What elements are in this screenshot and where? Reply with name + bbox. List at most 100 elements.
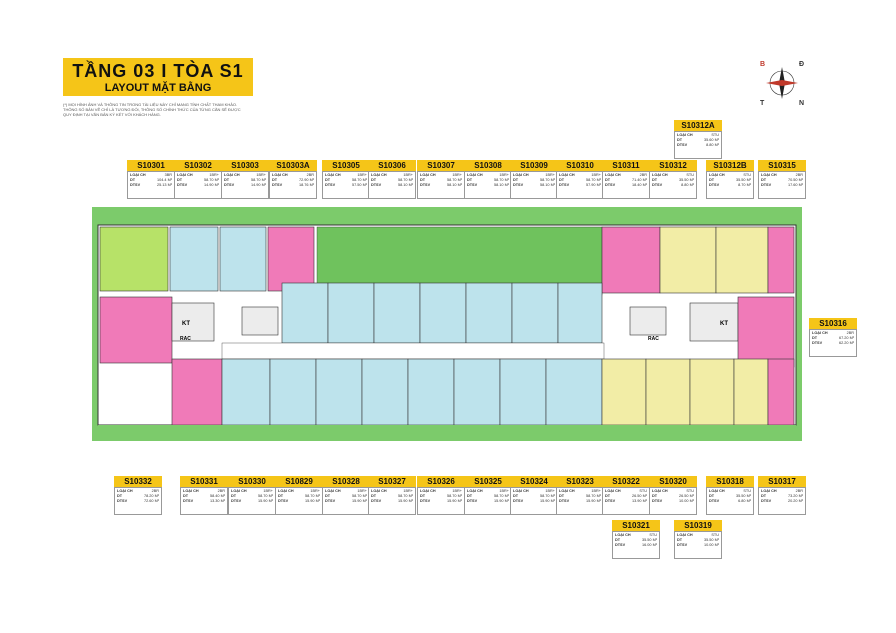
unit-info-value: 58.70 M² bbox=[447, 494, 462, 498]
unit-info-value: 20.20 M² bbox=[788, 499, 803, 503]
unit-info-key: DTSV bbox=[467, 499, 478, 503]
unit-info-key: DTSV bbox=[177, 183, 188, 187]
unit-info-key: DT bbox=[513, 494, 519, 498]
unit-info-value: 58.70 M² bbox=[305, 494, 320, 498]
unit-info-key: LOẠI CH bbox=[325, 173, 341, 177]
unit-info-key: LOẠI CH bbox=[709, 173, 725, 177]
unit-info-value: 2BR bbox=[846, 331, 854, 335]
middle-top-units bbox=[281, 282, 603, 344]
unit-s10311[interactable] bbox=[601, 226, 661, 294]
unit-code: S10303 bbox=[221, 160, 269, 171]
main-corridor bbox=[221, 342, 605, 360]
unit-s10315[interactable] bbox=[767, 226, 795, 294]
unit-info-key: LOẠI CH bbox=[272, 173, 288, 177]
unit-info-value: 35.50 M² bbox=[736, 178, 751, 182]
unit-code: S10305 bbox=[322, 160, 370, 171]
unit-info-row: DT 58.70 M² bbox=[559, 178, 601, 183]
unit-info-key: LOẠI CH bbox=[420, 173, 436, 177]
unit-info-value: 1BR+ bbox=[263, 489, 273, 493]
unit-info-value: 15.90 M² bbox=[305, 499, 320, 503]
left-stair bbox=[241, 306, 279, 336]
unit-code: S10308 bbox=[464, 160, 512, 171]
unit-info-key: DT bbox=[224, 178, 230, 182]
unit-info-value: STU bbox=[743, 173, 751, 177]
unit-info-key: DT bbox=[559, 178, 565, 182]
unit-s10332[interactable] bbox=[99, 296, 173, 364]
unit-info-key: LOẠI CH bbox=[615, 533, 631, 537]
unit-info-key: DT bbox=[677, 138, 683, 142]
unit-code: S10325 bbox=[464, 476, 512, 487]
unit-info-key: DT bbox=[652, 178, 658, 182]
unit-s10312b[interactable] bbox=[715, 226, 769, 294]
unit-info-value: 58.40 M² bbox=[210, 494, 225, 498]
unit-s10316[interactable] bbox=[737, 296, 795, 368]
unit-info-key: LOẠI CH bbox=[513, 173, 529, 177]
unit-s10303[interactable] bbox=[219, 226, 267, 292]
right-core bbox=[689, 302, 739, 342]
unit-info-value: 58.70 M² bbox=[586, 494, 601, 498]
unit-info-value: 2BR bbox=[795, 489, 803, 493]
unit-info-value: 58.70 M² bbox=[352, 178, 367, 182]
unit-s10312[interactable] bbox=[659, 226, 717, 294]
unit-s10303a[interactable] bbox=[267, 226, 315, 292]
unit-info-value: 58.70 M² bbox=[586, 178, 601, 182]
unit-info-value: 15.90 M² bbox=[494, 499, 509, 503]
unit-s10301[interactable] bbox=[99, 226, 169, 292]
unit-info-value: 1BR+ bbox=[591, 173, 601, 177]
unit-info-value: 58.70 M² bbox=[494, 494, 509, 498]
unit-info-value: STU bbox=[686, 173, 694, 177]
unit-s10302[interactable] bbox=[169, 226, 219, 292]
unit-info-key: DTSV bbox=[761, 499, 772, 503]
unit-info-key: DT bbox=[325, 178, 331, 182]
unit-code: S10322 bbox=[602, 476, 650, 487]
unit-info-value: STU bbox=[686, 489, 694, 493]
unit-info-key: DTSV bbox=[652, 183, 663, 187]
